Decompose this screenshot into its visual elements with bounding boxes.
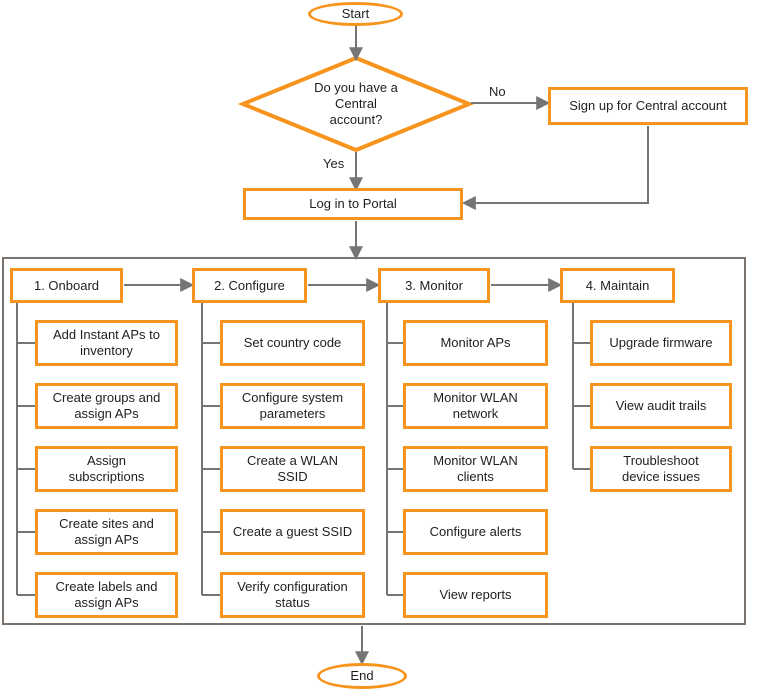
stubs-configure: [202, 342, 221, 596]
task-view-audit-trails: View audit trails: [590, 383, 732, 429]
task-configure-alerts: Configure alerts: [403, 509, 548, 555]
no-edge-label: No: [489, 84, 506, 99]
yes-edge-label: Yes: [323, 156, 345, 171]
task-create-groups-and-assign-aps: Create groups and assign APs: [35, 383, 178, 429]
start-node: Start: [308, 2, 403, 26]
task-troubleshoot-device-issues: Troubleshoot device issues: [590, 446, 732, 492]
login-step: Log in to Portal: [243, 188, 463, 220]
edge-signup-to-login: [461, 126, 649, 210]
header-onboard: 1. Onboard: [10, 268, 123, 303]
task-set-country-code: Set country code: [220, 320, 365, 366]
task-configure-system-parameters: Configure system parameters: [220, 383, 365, 429]
task-view-reports: View reports: [403, 572, 548, 618]
stubs-onboard: [17, 342, 36, 596]
task-create-guest-ssid: Create a guest SSID: [220, 509, 365, 555]
task-add-instant-aps-to-inventory: Add Instant APs to inventory: [35, 320, 178, 366]
decision-diamond: [237, 55, 475, 153]
header-monitor: 3. Monitor: [378, 268, 490, 303]
signup-step: Sign up for Central account: [548, 87, 748, 125]
stubs-monitor: [387, 342, 404, 596]
task-create-labels-and-assign-aps: Create labels and assign APs: [35, 572, 178, 618]
lifecycle-container: [2, 257, 746, 625]
stubs-maintain: [573, 342, 591, 470]
task-monitor-aps: Monitor APs: [403, 320, 548, 366]
task-upgrade-firmware: Upgrade firmware: [590, 320, 732, 366]
task-create-wlan-ssid: Create a WLAN SSID: [220, 446, 365, 492]
decision-question: Do you have a Central account?: [314, 80, 398, 127]
header-maintain: 4. Maintain: [560, 268, 675, 303]
header-configure: 2. Configure: [192, 268, 307, 303]
task-create-sites-and-assign-aps: Create sites and assign APs: [35, 509, 178, 555]
task-monitor-wlan-clients: Monitor WLAN clients: [403, 446, 548, 492]
task-assign-subscriptions: Assign subscriptions: [35, 446, 178, 492]
task-verify-configuration-status: Verify configuration status: [220, 572, 365, 618]
end-node: End: [317, 663, 407, 689]
task-monitor-wlan-network: Monitor WLAN network: [403, 383, 548, 429]
